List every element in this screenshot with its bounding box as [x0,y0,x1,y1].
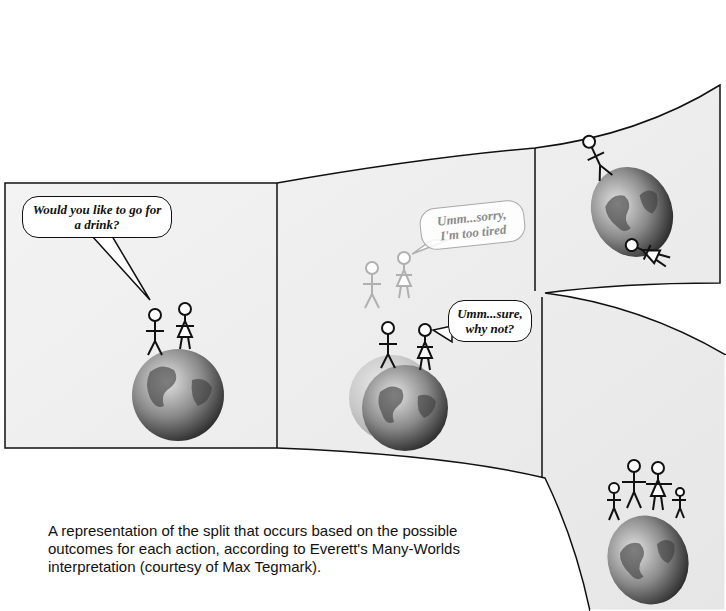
stick-figure [146,309,164,355]
panel-divider [534,148,536,291]
figure-caption: A representation of the split that occur… [48,522,478,576]
speech-tail [92,236,150,300]
globe [595,504,701,611]
ghost-stick-figure [363,262,381,308]
stick-figure-child [672,488,686,518]
stick-figure [578,133,614,182]
stick-figure [176,303,194,349]
panel-divider [276,183,278,448]
stick-figure [607,483,621,520]
caption-text: A representation of the split that occur… [48,522,460,575]
stick-figure [622,460,646,508]
stick-figure-lying [623,235,671,269]
globe [576,153,687,270]
globe [362,365,448,451]
globe [132,349,224,441]
ghost-stick-figure [396,252,412,298]
speech-text: Umm...sure, why not? [457,306,523,336]
panel-divider [541,297,543,478]
speech-text: Umm...sorry, I'm too tired [428,206,518,245]
speech-bubble: Would you like to go for a drink? [22,196,172,238]
speech-text: Would you like to go for a drink? [31,202,163,232]
stick-figure [379,322,397,368]
stick-figure [417,324,433,370]
stick-figure [646,462,672,510]
speech-bubble: Umm...sure, why not? [448,300,532,342]
